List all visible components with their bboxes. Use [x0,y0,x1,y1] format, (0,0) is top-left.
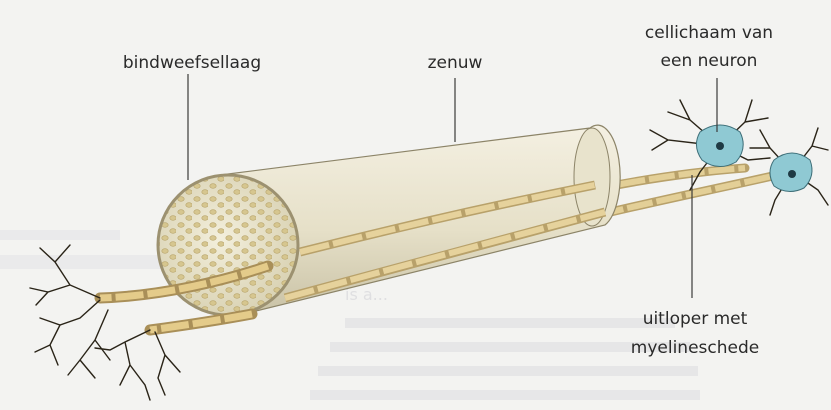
axon-fibre-front-lower [150,314,252,330]
label-axon-line2: myelineschede [631,338,759,358]
label-connective-tissue: bindweefsellaag [123,53,261,73]
label-cell-body-line2: een neuron [661,51,758,71]
axon-fibre-lower [598,172,790,215]
label-axon-line1: uitloper met [643,309,748,329]
label-cell-body-line1: cellichaam van [645,23,773,43]
label-nerve: zenuw [428,53,483,73]
neuron-cell-body-2 [750,128,828,215]
